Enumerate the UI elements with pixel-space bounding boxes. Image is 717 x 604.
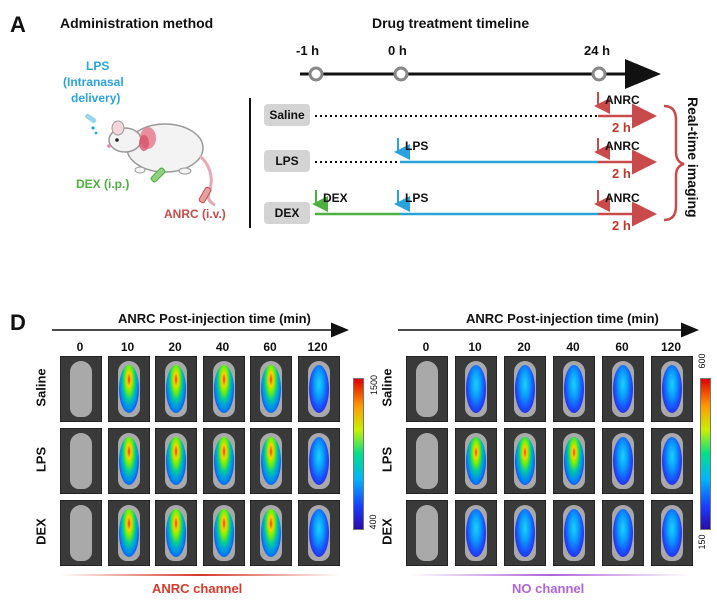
left-mouse-image xyxy=(155,500,197,566)
right-time-tick: 60 xyxy=(615,340,629,354)
left-colorbar-min: 400 xyxy=(368,514,378,530)
right-mouse-image xyxy=(406,428,448,494)
no-channel-label: NO channel xyxy=(512,581,585,596)
right-mouse-image xyxy=(553,356,595,422)
right-colorbar xyxy=(700,378,711,530)
route-lps-line3: delivery) xyxy=(71,91,121,105)
panel-a-letter: A xyxy=(10,12,26,37)
left-axis-title: ANRC Post-injection time (min) xyxy=(118,311,311,326)
timepoint-label-minus1h: -1 h xyxy=(296,43,320,58)
left-mouse-image xyxy=(202,428,245,494)
right-mouse-image xyxy=(504,356,546,422)
right-row-label: DEX xyxy=(379,518,395,545)
right-mouse-image xyxy=(455,500,497,566)
right-mouse-image xyxy=(455,356,497,422)
route-dex: DEX (i.p.) xyxy=(76,177,130,191)
left-mouse-image xyxy=(60,356,102,422)
right-colorbar-max: 600 xyxy=(697,353,707,369)
lps-duration: 2 h xyxy=(612,166,631,181)
left-mouse-image xyxy=(60,500,102,566)
right-mouse-image xyxy=(602,428,644,494)
left-mouse-image xyxy=(60,428,102,494)
left-mouse-image xyxy=(155,356,197,422)
left-row-label: Saline xyxy=(33,368,49,407)
drug-treatment-timeline-title: Drug treatment timeline xyxy=(372,15,530,31)
lps-anrc-label: ANRC xyxy=(605,139,640,153)
right-mouse-image xyxy=(602,356,644,422)
left-colorbar-max: 1500 xyxy=(369,374,379,396)
right-mouse-image xyxy=(553,428,595,494)
right-mouse-image xyxy=(553,500,595,566)
panel-d-letter: D xyxy=(10,310,26,335)
right-mouse-image xyxy=(504,428,546,494)
administration-method-title: Administration method xyxy=(60,15,214,31)
left-time-tick: 120 xyxy=(307,340,328,354)
timepoint-marker-minus1h xyxy=(308,66,324,82)
right-time-tick: 40 xyxy=(566,340,580,354)
route-anrc: ANRC (i.v.) xyxy=(164,207,226,221)
left-mouse-image xyxy=(297,500,340,566)
real-time-imaging-label: Real-time imaging xyxy=(685,97,701,218)
left-mouse-image xyxy=(250,356,292,422)
left-row-label: LPS xyxy=(33,446,49,473)
right-time-tick: 10 xyxy=(468,340,482,354)
no-channel-underline xyxy=(410,574,690,576)
timepoint-label-0h: 0 h xyxy=(388,43,407,58)
timepoint-label-24h: 24 h xyxy=(584,43,611,58)
left-time-tick: 10 xyxy=(120,340,135,354)
left-mouse-image xyxy=(107,356,150,422)
left-mouse-image xyxy=(250,428,292,494)
left-mouse-image xyxy=(202,500,245,566)
dex-lps-label: LPS xyxy=(405,191,429,205)
saline-anrc-label: ANRC xyxy=(605,93,640,107)
left-time-tick: 0 xyxy=(76,340,84,354)
lps-lps-label: LPS xyxy=(405,139,429,153)
right-mouse-image xyxy=(455,428,497,494)
mouse-illustration xyxy=(85,113,216,207)
timepoint-marker-0h xyxy=(393,66,409,82)
left-mouse-image xyxy=(202,356,245,422)
dex-anrc-label: ANRC xyxy=(605,191,640,205)
left-mouse-image xyxy=(250,500,292,566)
left-time-tick: 40 xyxy=(215,340,230,354)
right-time-tick: 0 xyxy=(422,340,430,354)
left-row-label: DEX xyxy=(33,518,49,545)
left-time-tick: 20 xyxy=(168,340,182,354)
right-mouse-image xyxy=(651,500,693,566)
route-lps-line1: LPS xyxy=(86,59,110,73)
right-time-tick: 20 xyxy=(517,340,531,354)
left-mouse-image xyxy=(107,428,150,494)
right-mouse-image xyxy=(651,356,693,422)
dex-dex-label: DEX xyxy=(323,191,348,205)
left-mouse-image xyxy=(297,356,340,422)
right-mouse-image xyxy=(406,356,448,422)
anrc-channel-underline xyxy=(60,574,340,576)
group-badge-dex: DEX xyxy=(264,202,310,224)
left-mouse-image xyxy=(107,500,150,566)
group-badge-lps: LPS xyxy=(264,150,310,172)
anrc-channel-label: ANRC channel xyxy=(152,581,243,596)
right-mouse-image xyxy=(406,500,448,566)
dex-duration: 2 h xyxy=(612,218,631,233)
route-lps-line2: (Intranasal xyxy=(63,75,124,89)
right-mouse-image xyxy=(602,500,644,566)
right-mouse-image xyxy=(651,428,693,494)
right-mouse-image xyxy=(504,500,546,566)
group-badge-saline: Saline xyxy=(264,104,310,126)
right-row-label: LPS xyxy=(379,446,395,473)
left-colorbar xyxy=(353,378,364,530)
right-time-tick: 120 xyxy=(660,340,682,354)
left-mouse-image xyxy=(155,428,197,494)
right-colorbar-min: 150 xyxy=(697,534,707,550)
imaging-bracket xyxy=(663,104,685,222)
right-row-label: Saline xyxy=(379,368,395,407)
saline-duration: 2 h xyxy=(612,120,631,135)
right-axis-title: ANRC Post-injection time (min) xyxy=(466,311,659,326)
left-time-tick: 60 xyxy=(263,340,277,354)
timepoint-marker-24h xyxy=(591,66,607,82)
left-mouse-image xyxy=(297,428,340,494)
